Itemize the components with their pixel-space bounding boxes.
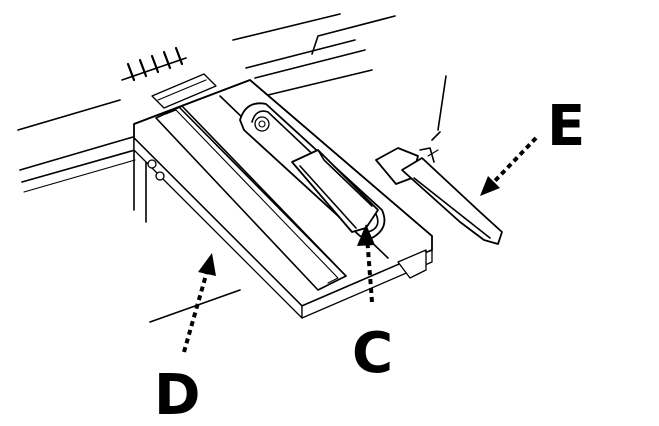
scale-ticks — [121, 46, 187, 82]
adjustment-slot — [239, 102, 386, 239]
clamp-lever — [375, 75, 503, 245]
label-e: E — [547, 94, 585, 159]
clamp-plate — [133, 79, 433, 319]
label-c: C — [352, 321, 393, 386]
callout-arrow-c — [357, 224, 375, 303]
callout-arrow-d — [182, 253, 216, 353]
rear-block — [151, 73, 217, 109]
label-d: D — [154, 363, 200, 426]
callout-arrow-e — [480, 136, 538, 196]
